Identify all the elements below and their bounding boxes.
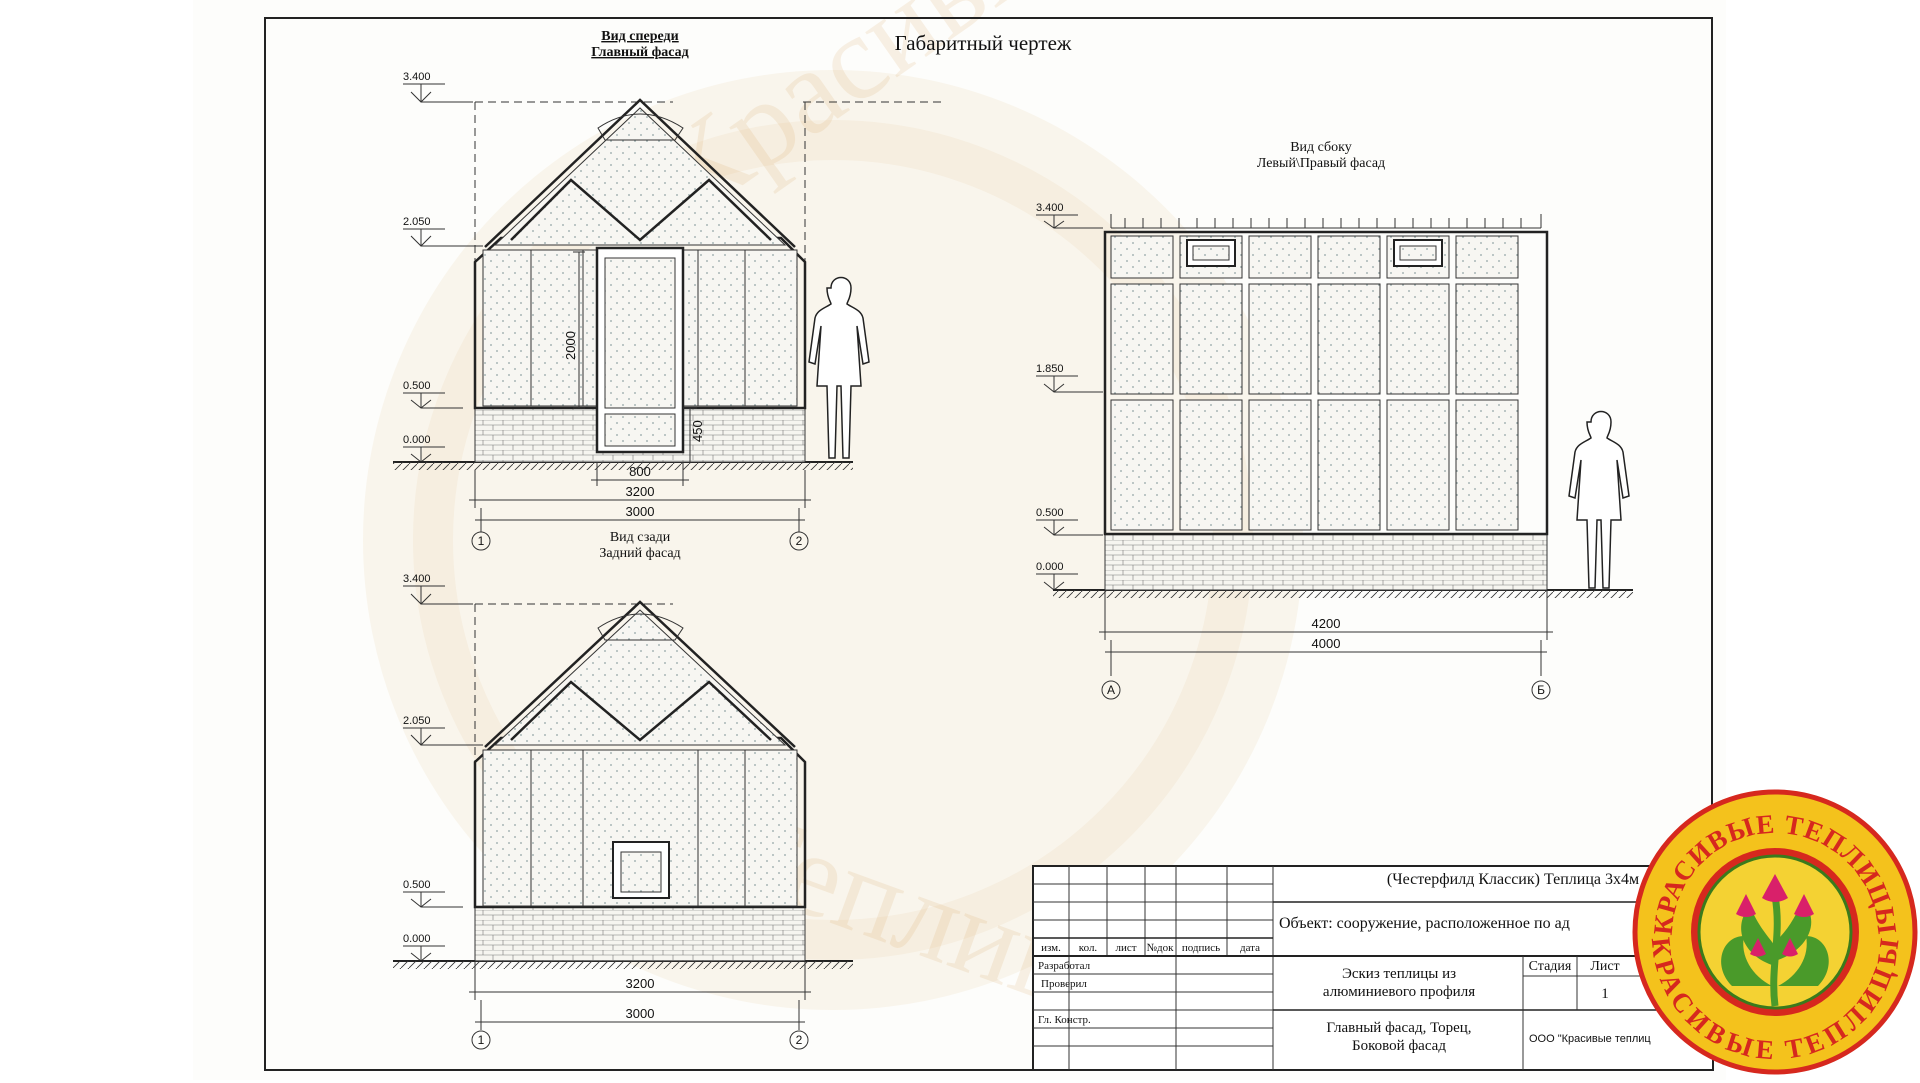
col-header: кол.: [1079, 942, 1098, 954]
dim-plinth-height: 450: [690, 420, 705, 442]
dim-front-outer: 3200: [626, 484, 655, 499]
level-label: 0.000: [403, 434, 431, 446]
side-view-subtitle: Левый\Правый фасад: [1257, 156, 1385, 171]
person-silhouette: [1568, 410, 1630, 589]
person-silhouette: [808, 276, 870, 459]
back-view: Вид сзади Задний фасад 3.400 2.050 0.500…: [393, 530, 853, 1050]
level-label: 3.400: [403, 573, 431, 585]
company-name: ООО "Красивые теплиц: [1529, 1033, 1651, 1045]
sheet-label: Лист: [1590, 959, 1619, 974]
side-level-marks: 3.400 1.850 0.500 0.000: [1036, 202, 1103, 591]
sheet-border: [264, 17, 1713, 1071]
front-view-title: Вид спереди: [601, 29, 678, 44]
dim-door-height: 2000: [563, 331, 578, 360]
sheet-content-line-2: Боковой фасад: [1352, 1038, 1446, 1054]
dim-side-inner: 4000: [1312, 636, 1341, 651]
dim-front-inner: 3000: [626, 504, 655, 519]
axis-marker: А: [1107, 683, 1115, 697]
axis-marker: 1: [478, 1033, 485, 1047]
level-label: 0.000: [403, 933, 431, 945]
col-header: лист: [1115, 942, 1136, 954]
roof-finials: [1124, 218, 1522, 228]
role-label: Гл. Констр.: [1038, 1014, 1091, 1026]
level-label: 2.050: [403, 216, 431, 228]
col-header: №док: [1147, 942, 1175, 954]
level-label: 0.500: [403, 380, 431, 392]
project-title: (Честерфилд Классик) Теплица 3х4м: [1387, 871, 1639, 888]
axis-marker: 2: [796, 534, 803, 548]
dim-back-outer: 3200: [626, 976, 655, 991]
col-header: подпись: [1182, 942, 1220, 954]
back-view-subtitle: Задний фасад: [599, 546, 680, 561]
side-view: Вид сбоку Левый\Правый фасад 3.400 1.850…: [1036, 140, 1633, 700]
dim-side-outer: 4200: [1312, 616, 1341, 631]
sheet-content-line-1: Главный фасад, Торец,: [1326, 1020, 1471, 1036]
logo: КРАСИВЫЕ ТЕПЛИЦЫ КРАСИВЫЕ ТЕПЛИЦЫ: [1632, 786, 1918, 1078]
axis-marker: Б: [1537, 683, 1545, 697]
col-header: дата: [1240, 942, 1260, 954]
title-block: изм. кол. лист №док подпись дата Разрабо…: [1032, 865, 1714, 1071]
drawing-title: Габаритный чертеж: [895, 31, 1072, 55]
back-view-title: Вид сзади: [610, 530, 671, 545]
stage-label: Стадия: [1529, 959, 1572, 974]
sheet-title-line-1: Эскиз теплицы из: [1342, 966, 1456, 982]
side-view-title: Вид сбоку: [1290, 140, 1352, 155]
role-label: Проверил: [1041, 978, 1087, 990]
sheet-number: 1: [1601, 986, 1609, 1002]
level-label: 0.500: [403, 879, 431, 891]
drawing-sheet: Красивые Теплицы Габаритный чертеж Вид с…: [193, 0, 1726, 1080]
level-label: 1.850: [1036, 363, 1064, 375]
front-view: Вид спереди Главный фасад 3.400 2.050 0.…: [393, 29, 943, 551]
sheet-title-line-2: алюминиевого профиля: [1323, 984, 1475, 1000]
level-label: 0.500: [1036, 507, 1064, 519]
level-label: 3.400: [403, 71, 431, 83]
dim-door-width: 800: [629, 464, 651, 479]
axis-marker: 2: [796, 1033, 803, 1047]
level-label: 0.000: [1036, 561, 1064, 573]
col-header: изм.: [1041, 942, 1061, 954]
level-label: 2.050: [403, 715, 431, 727]
role-label: Разработал: [1038, 960, 1091, 972]
axis-marker: 1: [478, 534, 485, 548]
front-view-subtitle: Главный фасад: [591, 45, 688, 60]
object-address: Объект: сооружение, расположенное по ад: [1279, 915, 1570, 932]
logo-emblem: КРАСИВЫЕ ТЕПЛИЦЫ КРАСИВЫЕ ТЕПЛИЦЫ: [1632, 789, 1918, 1075]
front-level-marks: 3.400 2.050 0.500 0.000: [403, 71, 483, 463]
dim-back-inner: 3000: [626, 1006, 655, 1021]
level-label: 3.400: [1036, 202, 1064, 214]
technical-drawing: Красивые Теплицы Габаритный чертеж Вид с…: [264, 0, 1714, 1071]
back-level-marks: 3.400 2.050 0.500 0.000: [403, 573, 483, 962]
